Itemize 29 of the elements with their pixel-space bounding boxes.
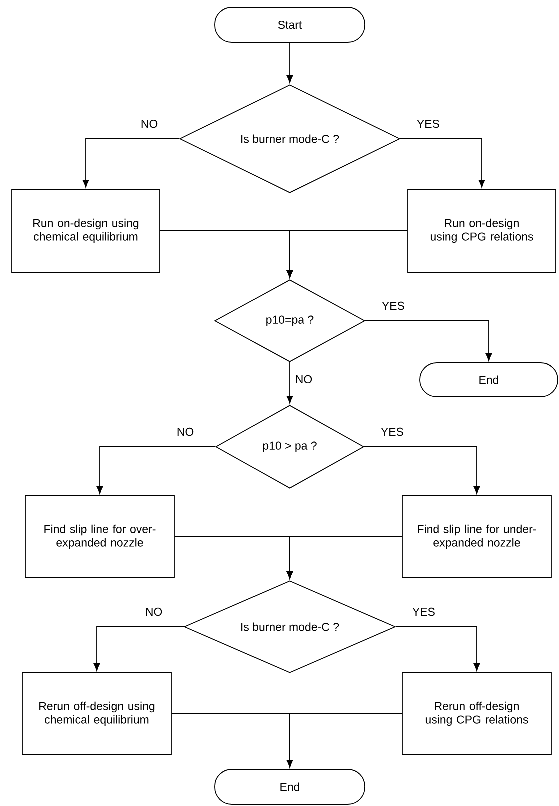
arrow [286,42,294,84]
edge-label: NO [176,426,196,438]
process-box: Find slip line for over-expanded nozzle [25,496,175,578]
edge-label: YES [380,426,405,438]
edge-label: NO [294,374,314,385]
edge-label: YES [380,300,406,312]
terminal-box: Start [214,7,366,43]
arrow [365,320,492,362]
edge-label: NO [144,606,164,618]
arrow [96,446,216,494]
edge-label: YES [416,118,441,130]
arrow [286,714,402,768]
arrow [364,446,480,494]
edge-label: NO [140,118,160,130]
process-box: Find slip line for under-expanded nozzle [402,496,552,578]
arrow [400,138,486,188]
process-box: Run on-design using chemical equilibrium [12,189,160,273]
process-box: Run on-design using CPG relations [408,189,556,273]
terminal-box: End [420,362,558,398]
arrow [94,626,184,672]
arrow [82,138,180,188]
process-box: Rerun off-design using chemical equilibrium [22,672,172,756]
arrow [286,536,402,580]
arrow [286,362,294,404]
edge-label: YES [411,606,436,618]
process-box: Rerun off-design using CPG relations [402,672,552,756]
terminal-box: End [214,769,366,805]
arrow [286,230,408,278]
arrow [396,626,480,672]
